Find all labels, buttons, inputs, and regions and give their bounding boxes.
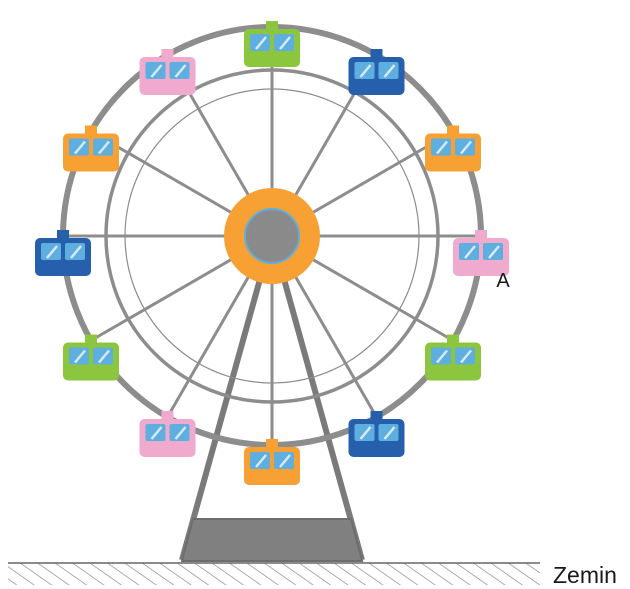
cabins: [35, 21, 509, 485]
cabin-upper-right-2: [424, 125, 481, 172]
cabin-lower-right-1: [424, 334, 481, 381]
cabin-right-a: [453, 230, 509, 276]
ground: [8, 562, 540, 585]
cabin-bottom: [244, 439, 300, 485]
cabin-upper-left-1: [139, 49, 196, 96]
cabin-lower-left-1: [63, 334, 120, 381]
cabin-upper-left-2: [63, 125, 120, 172]
cabin-upper-right-1: [348, 49, 405, 96]
wheel: [60, 24, 484, 448]
cabin-lower-left-2: [139, 410, 196, 457]
support-frame: [179, 235, 365, 562]
cabin-left: [35, 230, 91, 276]
ground-label: Zemin: [553, 562, 617, 588]
support-base: [180, 518, 364, 562]
cabin-a-label: A: [496, 270, 510, 292]
hub-center: [244, 208, 300, 264]
ground-hatch: [8, 563, 540, 585]
cabin-lower-right-2: [348, 410, 405, 457]
cabin-top: [244, 21, 300, 67]
